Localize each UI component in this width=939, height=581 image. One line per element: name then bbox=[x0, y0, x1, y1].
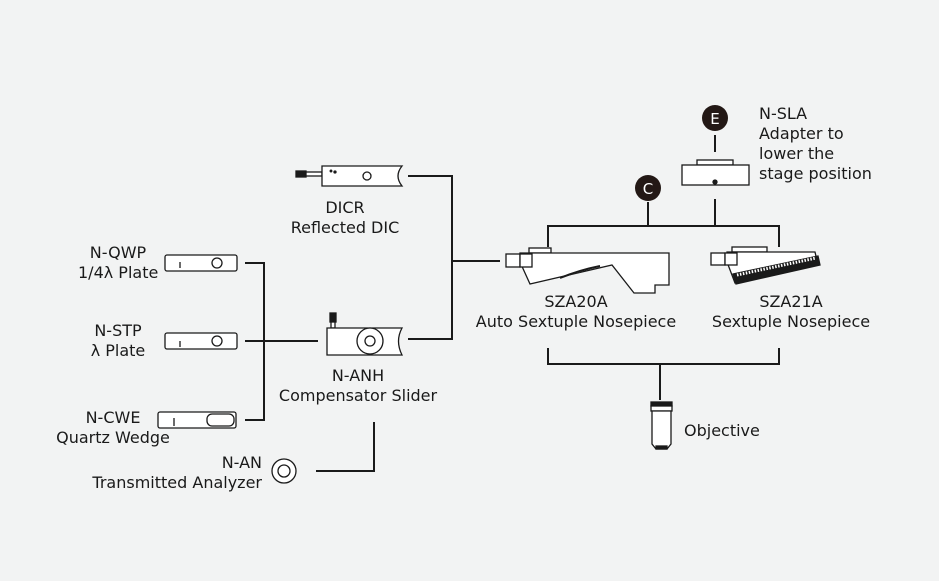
connector-lines bbox=[245, 135, 780, 472]
n-sla-adapter-icon bbox=[681, 159, 750, 186]
n-qwp-plate-icon bbox=[164, 254, 238, 272]
n-cwe-wedge-icon bbox=[157, 411, 237, 429]
sza21a-model: SZA21A bbox=[759, 292, 823, 311]
line-nosepiece-top bbox=[547, 225, 780, 247]
line-nosepiece-bottom bbox=[547, 348, 780, 365]
n-an-name: Transmitted Analyzer bbox=[92, 473, 262, 492]
sza21a-label: SZA21A Sextuple Nosepiece bbox=[703, 292, 879, 332]
line-nan bbox=[316, 422, 375, 472]
n-anh-label: N-ANH Compensator Slider bbox=[270, 366, 446, 406]
n-stp-name: λ Plate bbox=[90, 341, 146, 360]
n-anh-name: Compensator Slider bbox=[278, 386, 438, 405]
dicr-label: DICR Reflected DIC bbox=[290, 198, 400, 238]
sza20a-name: Auto Sextuple Nosepiece bbox=[475, 312, 677, 331]
badge-c: C bbox=[635, 175, 661, 201]
n-sla-model: N-SLA bbox=[759, 104, 808, 123]
n-sla-name-line-2: lower the bbox=[759, 144, 835, 163]
sza20a-model: SZA20A bbox=[544, 292, 608, 311]
n-qwp-name: 1/4λ Plate bbox=[78, 263, 159, 282]
dicr-slider-icon bbox=[295, 165, 404, 187]
line-dicr bbox=[408, 175, 453, 340]
n-sla-name-line-3: stage position bbox=[759, 164, 872, 183]
sza21a-name: Sextuple Nosepiece bbox=[711, 312, 871, 331]
n-cwe-label: N-CWE Quartz Wedge bbox=[48, 408, 178, 448]
dicr-name: Reflected DIC bbox=[290, 218, 400, 237]
badge-e-label: E bbox=[710, 110, 719, 128]
n-cwe-model: N-CWE bbox=[85, 408, 141, 427]
n-an-analyzer-icon bbox=[271, 458, 297, 484]
badge-c-label: C bbox=[643, 180, 653, 198]
n-sla-name-line-1: Adapter to bbox=[759, 124, 844, 143]
n-cwe-name: Quartz Wedge bbox=[56, 428, 170, 447]
objective-icon bbox=[650, 401, 673, 450]
n-sla-label: N-SLA Adapter to lower the stage positio… bbox=[759, 104, 929, 184]
n-an-label: N-AN Transmitted Analyzer bbox=[70, 453, 262, 493]
sza20a-label: SZA20A Auto Sextuple Nosepiece bbox=[466, 292, 686, 332]
n-anh-model: N-ANH bbox=[331, 366, 385, 385]
n-stp-label: N-STP λ Plate bbox=[78, 321, 158, 361]
objective-label: Objective bbox=[684, 421, 760, 440]
n-stp-model: N-STP bbox=[94, 321, 142, 340]
badge-e: E bbox=[702, 105, 728, 131]
sza21a-nosepiece-icon bbox=[710, 246, 821, 285]
n-qwp-model: N-QWP bbox=[89, 243, 147, 262]
sza20a-nosepiece-icon bbox=[505, 247, 670, 294]
n-stp-plate-icon bbox=[164, 332, 238, 350]
n-an-model: N-AN bbox=[221, 453, 262, 472]
n-qwp-label: N-QWP 1/4λ Plate bbox=[78, 243, 158, 283]
n-anh-slider-icon bbox=[326, 312, 404, 356]
dicr-model: DICR bbox=[325, 198, 365, 217]
